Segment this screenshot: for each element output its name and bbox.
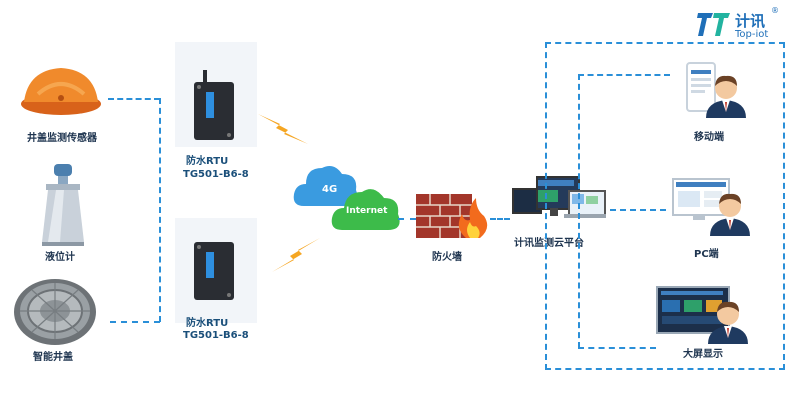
rtu-top-label-1: 防水RTU bbox=[186, 156, 229, 167]
cloud-internet-icon bbox=[331, 189, 400, 230]
wireless-bolt-bottom-icon bbox=[272, 238, 320, 272]
brand-name-cn: 计讯 bbox=[735, 12, 766, 30]
firewall-label: 防火墙 bbox=[432, 252, 462, 263]
connector-platform-bus bbox=[578, 74, 580, 348]
platform-label: 计讯监测云平台 bbox=[514, 238, 584, 249]
mobile-phone-icon bbox=[686, 62, 716, 112]
registered-mark: ® bbox=[771, 6, 779, 15]
tt-logo-icon bbox=[697, 13, 730, 36]
connector-left-bus bbox=[159, 98, 161, 322]
brand-name-en: Top-iot bbox=[735, 29, 769, 40]
rtu-top-antenna bbox=[203, 70, 207, 82]
connector-sensor3 bbox=[110, 321, 160, 323]
platform-screens bbox=[510, 174, 606, 226]
connector-platform-pc bbox=[610, 209, 666, 211]
client-label-pc: PC端 bbox=[694, 249, 719, 260]
client-group-frame bbox=[545, 42, 785, 370]
cloud-4g-label: 4G bbox=[322, 184, 338, 195]
level-meter-icon bbox=[42, 164, 84, 246]
mobile-user-avatar-icon bbox=[706, 75, 746, 118]
rtu-bottom-label-1: 防水RTU bbox=[186, 318, 229, 329]
screen-user-avatar-icon bbox=[708, 301, 748, 344]
pc-stand bbox=[693, 214, 705, 220]
rtu-bottom-device bbox=[194, 242, 234, 300]
manhole-cover-icon bbox=[14, 279, 96, 345]
connector-cloud-firewall bbox=[398, 218, 416, 220]
sensor-label-manhole: 井盖监测传感器 bbox=[27, 133, 97, 144]
rtu-top-label-2: TG501-B6-8 bbox=[183, 169, 249, 180]
sensor-label-level: 液位计 bbox=[45, 252, 75, 263]
client-label-mobile: 移动端 bbox=[694, 132, 724, 143]
brand-logo: 计讯 ® Top-iot bbox=[697, 6, 797, 44]
connector-bus-mobile bbox=[578, 74, 670, 76]
connector-firewall-platform bbox=[490, 218, 510, 220]
manhole-sensor-icon bbox=[21, 68, 101, 115]
connector-sensor1 bbox=[108, 98, 160, 100]
connector-bus-screen bbox=[578, 347, 656, 349]
sensor-label-cover: 智能井盖 bbox=[33, 352, 73, 363]
firewall-icon bbox=[416, 194, 488, 238]
cloud-internet-label: Internet bbox=[346, 206, 388, 216]
rtu-top-device bbox=[194, 82, 234, 140]
pc-user-avatar-icon bbox=[710, 193, 750, 236]
rtu-bottom-label-2: TG501-B6-8 bbox=[183, 330, 249, 341]
cloud-4g-icon bbox=[293, 166, 358, 206]
client-label-screen: 大屏显示 bbox=[683, 349, 723, 360]
wireless-bolt-top-icon bbox=[258, 114, 308, 144]
